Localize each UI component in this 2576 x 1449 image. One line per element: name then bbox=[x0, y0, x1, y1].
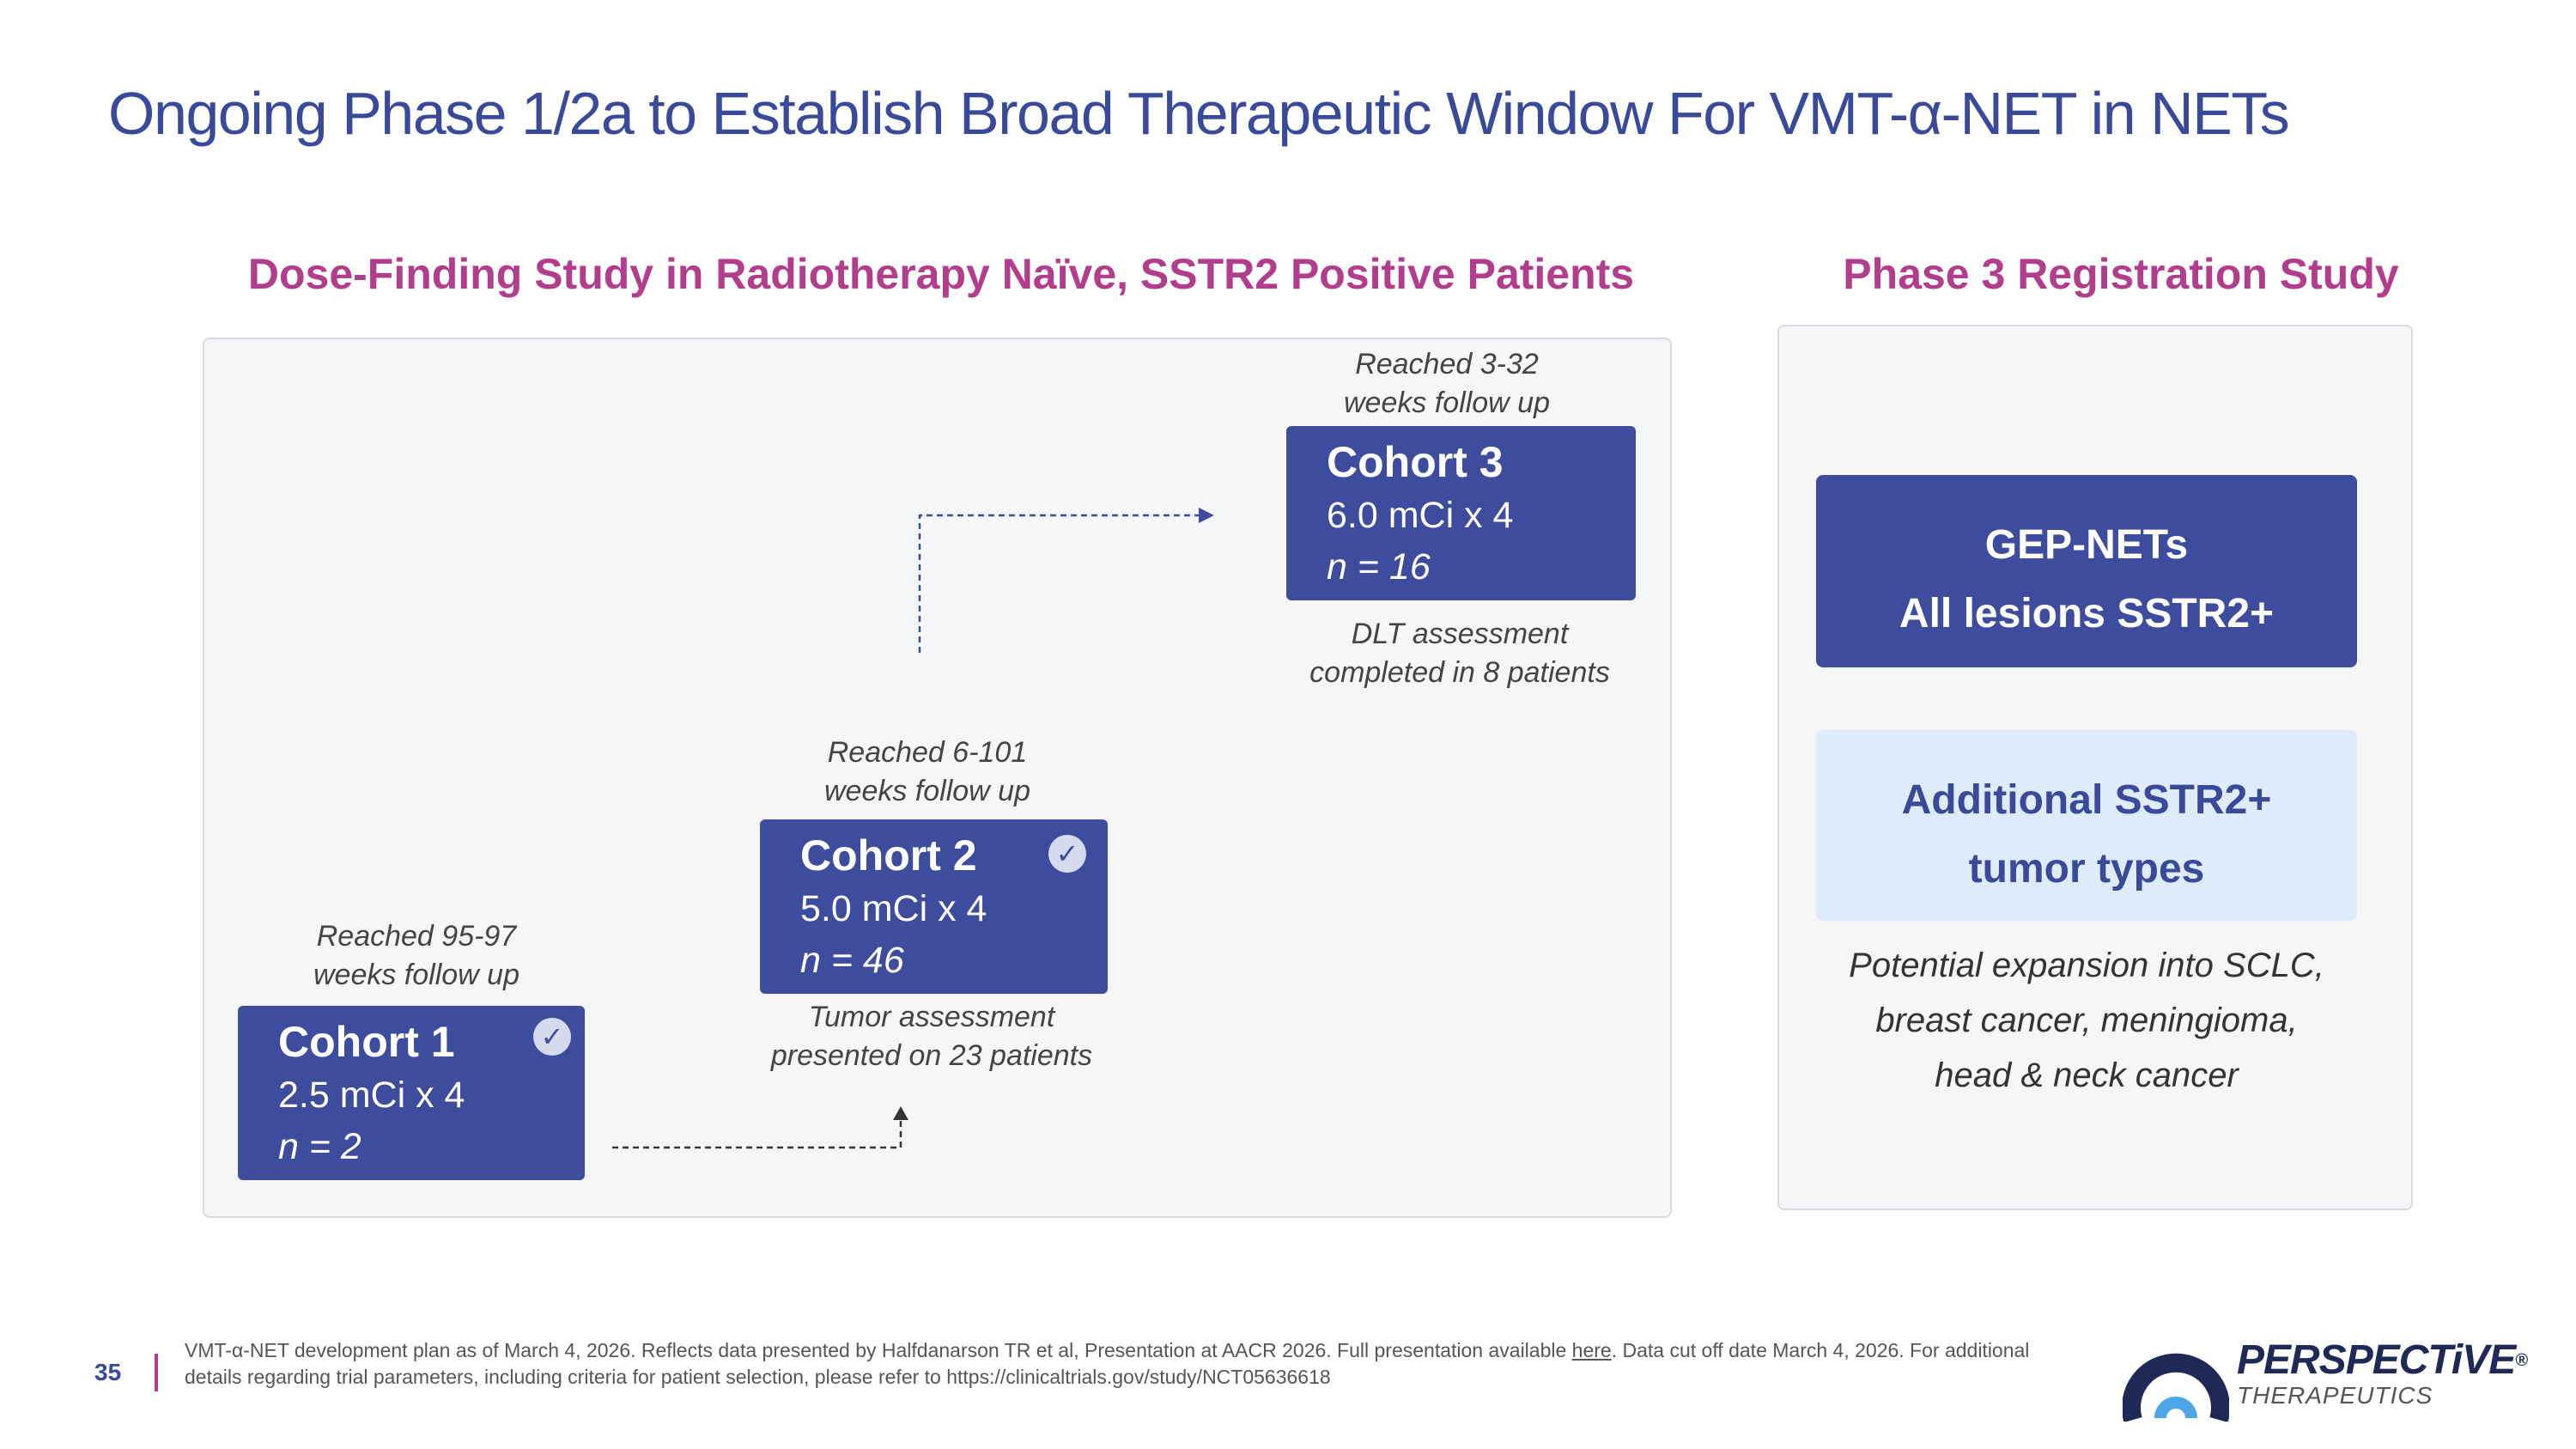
cohort3-box: Cohort 3 6.0 mCi x 4 n = 16 bbox=[1286, 426, 1636, 600]
company-logo: PERSPECTiVE® THERAPEUTICS bbox=[2237, 1337, 2528, 1410]
expansion-line: head & neck cancer bbox=[1935, 1056, 2239, 1094]
logo-brand-text: PERSPECTiVE bbox=[2237, 1337, 2516, 1383]
box-line: All lesions SSTR2+ bbox=[1899, 591, 2275, 636]
cohort2-assessment-note: Tumor assessment presented on 23 patient… bbox=[756, 998, 1108, 1075]
cohort3-follow-up-note: Reached 3-32 weeks follow up bbox=[1322, 345, 1571, 423]
note-line: DLT assessment bbox=[1351, 618, 1569, 650]
logo-brand: PERSPECTiVE® bbox=[2237, 1337, 2528, 1383]
footer-divider bbox=[155, 1354, 158, 1391]
cohort3-dlt-note: DLT assessment completed in 8 patients bbox=[1288, 615, 1631, 692]
check-circle-icon: ✓ bbox=[533, 1018, 571, 1056]
box-line: GEP-NETs bbox=[1984, 522, 2189, 568]
cohort-n: n = 2 bbox=[278, 1126, 361, 1167]
cohort-dose: 6.0 mCi x 4 bbox=[1327, 495, 1514, 536]
dose-finding-heading: Dose-Finding Study in Radiotherapy Naïve… bbox=[247, 250, 1635, 298]
cohort-dose: 2.5 mCi x 4 bbox=[278, 1075, 465, 1116]
note-line: presented on 23 patients bbox=[770, 1039, 1093, 1072]
perspective-logo-icon bbox=[2123, 1353, 2229, 1422]
box-line: tumor types bbox=[1968, 846, 2205, 892]
cohort1-follow-up-note: Reached 95-97 weeks follow up bbox=[292, 917, 541, 995]
cohort-n: n = 46 bbox=[800, 940, 904, 981]
note-line: Reached 6-101 bbox=[827, 736, 1028, 769]
note-line: completed in 8 patients bbox=[1309, 656, 1610, 689]
cohort-name: Cohort 1 bbox=[278, 1018, 455, 1066]
expansion-line: breast cancer, meningioma, bbox=[1875, 1002, 2298, 1039]
check-circle-icon: ✓ bbox=[1048, 835, 1086, 873]
footnote-text: VMT-α-NET development plan as of March 4… bbox=[185, 1339, 1572, 1361]
expansion-line: Potential expansion into SCLC, bbox=[1849, 947, 2324, 984]
cohort-name: Cohort 2 bbox=[800, 831, 977, 880]
expansion-note: Potential expansion into SCLC, breast ca… bbox=[1790, 938, 2383, 1103]
logo-subtitle: THERAPEUTICS bbox=[2237, 1382, 2433, 1409]
cohort-name: Cohort 3 bbox=[1327, 438, 1504, 486]
note-line: weeks follow up bbox=[823, 775, 1030, 807]
note-line: weeks follow up bbox=[1343, 387, 1550, 419]
cohort2-box: Cohort 2 5.0 mCi x 4 n = 46 ✓ bbox=[760, 819, 1108, 994]
gep-nets-box: GEP-NETs All lesions SSTR2+ bbox=[1816, 475, 2357, 667]
footnote-link[interactable]: here bbox=[1571, 1339, 1612, 1361]
additional-tumor-types-box: Additional SSTR2+ tumor types bbox=[1816, 730, 2357, 921]
footnote-text: . Data cut off date March 4, 2026. For a… bbox=[185, 1339, 2030, 1388]
dashed-arrow-icon bbox=[612, 1106, 908, 1149]
cohort1-box: Cohort 1 2.5 mCi x 4 n = 2 ✓ bbox=[238, 1006, 585, 1180]
note-line: Tumor assessment bbox=[808, 1001, 1055, 1033]
box-line: Additional SSTR2+ bbox=[1901, 777, 2272, 823]
dashed-arrow-icon bbox=[918, 508, 1214, 653]
registered-mark: ® bbox=[2515, 1351, 2528, 1370]
footnote: VMT-α-NET development plan as of March 4… bbox=[185, 1337, 2082, 1391]
note-line: weeks follow up bbox=[313, 959, 519, 991]
page-number: 35 bbox=[94, 1359, 122, 1385]
note-line: Reached 3-32 bbox=[1355, 348, 1539, 381]
cohort-n: n = 16 bbox=[1327, 546, 1431, 588]
phase3-heading: Phase 3 Registration Study bbox=[1843, 250, 2399, 298]
slide-title: Ongoing Phase 1/2a to Establish Broad Th… bbox=[108, 80, 2290, 147]
note-line: Reached 95-97 bbox=[316, 920, 517, 953]
cohort-dose: 5.0 mCi x 4 bbox=[800, 888, 987, 929]
cohort2-follow-up-note: Reached 6-101 weeks follow up bbox=[799, 734, 1056, 811]
